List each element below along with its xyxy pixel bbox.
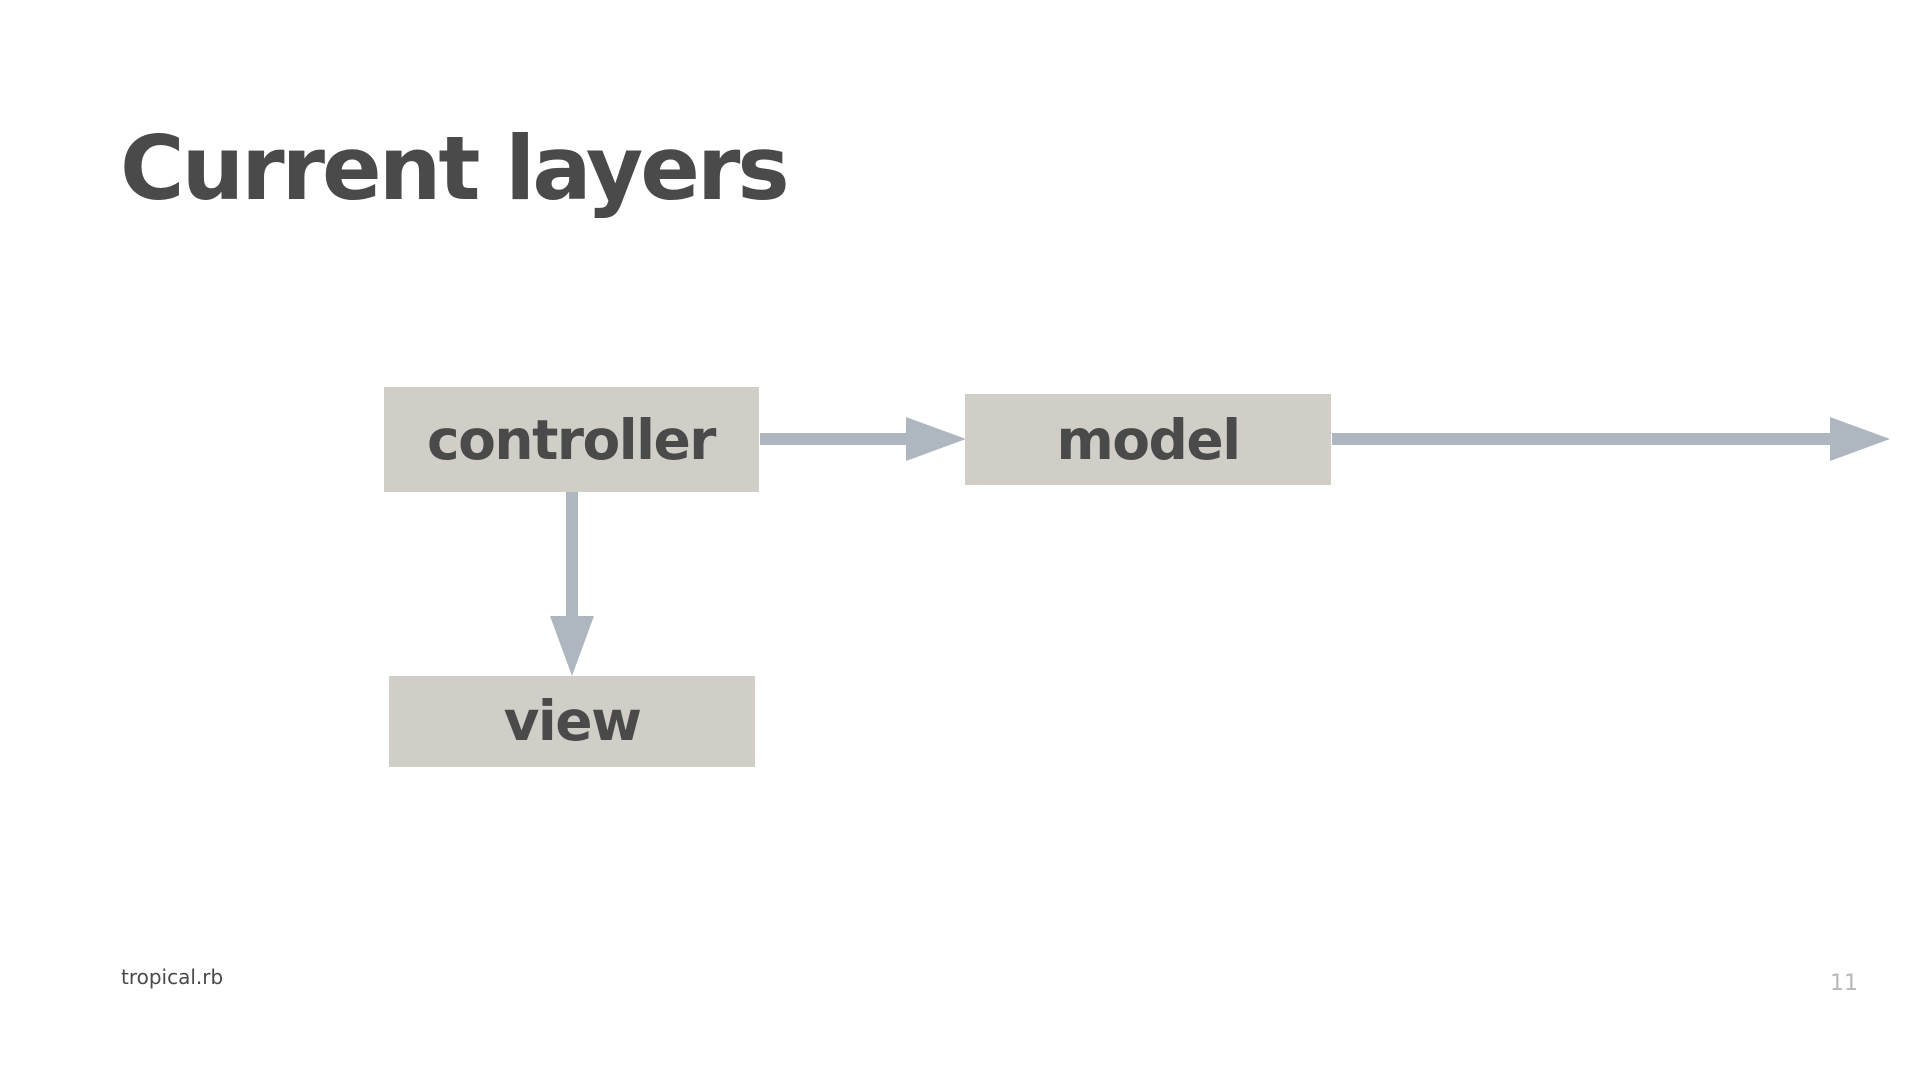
node-model: model — [965, 394, 1331, 485]
node-label: view — [504, 689, 641, 753]
arrow-head — [906, 417, 966, 461]
footer-brand: tropical.rb — [121, 965, 224, 989]
node-controller: controller — [384, 387, 759, 492]
node-box — [389, 676, 755, 767]
page-number: 11 — [1830, 971, 1858, 996]
edge-controller-to-model — [760, 417, 966, 461]
arrow-head — [550, 616, 594, 676]
arrow-head — [1830, 417, 1890, 461]
node-view: view — [389, 676, 755, 767]
slide-title: Current layers — [120, 117, 790, 220]
edge-controller-to-view — [550, 492, 594, 676]
node-label: model — [1056, 408, 1239, 472]
node-box — [965, 394, 1331, 485]
node-box — [384, 387, 759, 492]
node-label: controller — [427, 408, 716, 472]
edge-model-outgoing — [1332, 417, 1890, 461]
